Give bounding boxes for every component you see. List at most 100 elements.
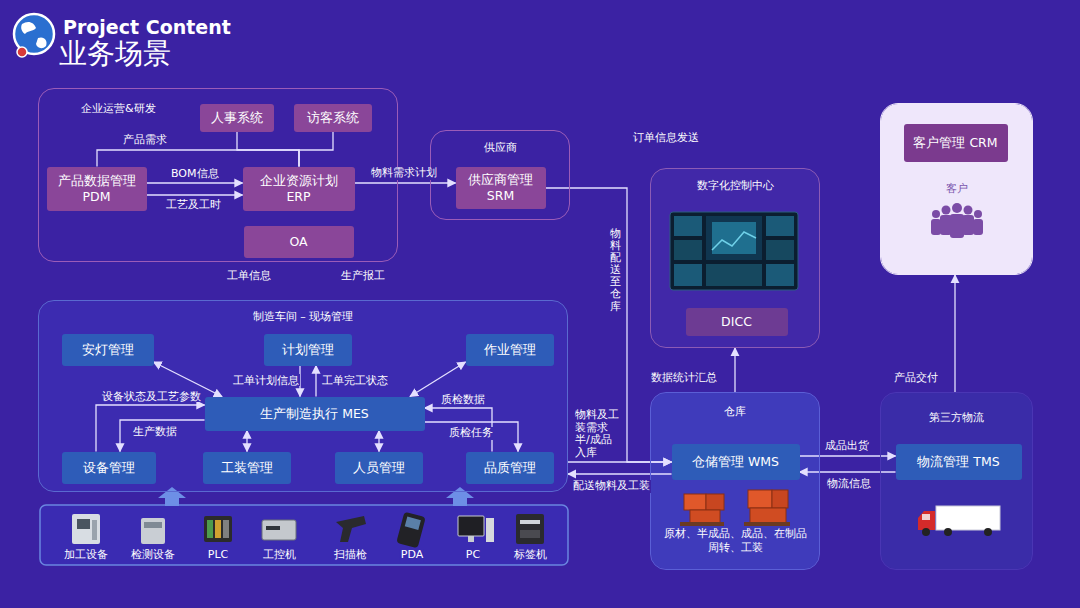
device-label: PC (465, 549, 481, 562)
edge-note: 订单信息发送 (632, 132, 700, 145)
flow-connector (800, 471, 896, 472)
flow-connector (120, 420, 205, 452)
edge-label: 产品交付 (893, 372, 939, 385)
system-box: DICC (686, 308, 788, 336)
flow-connector (954, 275, 955, 392)
system-box: 仓储管理 WMS (672, 444, 800, 480)
group-heading: 数字化控制中心 (651, 179, 819, 192)
flow-connector (299, 366, 300, 397)
control-screen (674, 264, 702, 286)
flow-connector (734, 348, 735, 392)
edge-note: 生产报工 (340, 270, 386, 283)
crates-icon (680, 522, 724, 526)
crates-icon (680, 490, 790, 526)
truck-icon (918, 506, 1000, 536)
control-screen (706, 216, 762, 260)
truck-icon (922, 528, 930, 536)
box-label: 计划管理 (282, 342, 334, 358)
system-box: 人员管理 (335, 452, 423, 484)
group-region: 制造车间 – 现场管理安灯管理计划管理作业管理生产制造执行 MES设备管理工装管… (38, 300, 568, 492)
flow-connector (378, 431, 379, 452)
up-arrows (446, 487, 474, 506)
customer-icon (962, 215, 974, 235)
customer-icon (950, 214, 964, 238)
system-box: 生产制造执行 MES (205, 397, 425, 431)
edge-note: 工单信息 (226, 270, 272, 283)
page-title: 业务场景 (58, 38, 172, 70)
box-label: 人事系统 (211, 110, 263, 126)
group-fill (881, 104, 1032, 274)
device-icons (405, 517, 421, 530)
crates-icon (744, 522, 790, 526)
flow-connector (97, 150, 299, 167)
control-screen (670, 212, 798, 290)
edge-label: 产品需求 (122, 134, 168, 147)
control-screen (674, 216, 702, 236)
device-label: 工控机 (262, 549, 297, 562)
box-label: 生产制造执行 MES (260, 406, 369, 422)
system-box: 企业资源计划 ERP (243, 167, 355, 211)
device-icons (468, 536, 474, 542)
device-icons (72, 514, 100, 544)
device-icons (144, 522, 162, 528)
device-label: PLC (207, 549, 229, 562)
device-label: 标签机 (513, 549, 548, 562)
group-region: 供应商供应商管理 SRM (430, 130, 570, 220)
flow-connector (355, 182, 456, 183)
box-label: DICC (721, 314, 752, 330)
crates-icon (750, 508, 786, 523)
edge-label: 数据统计汇总 (650, 372, 718, 385)
device-icons (520, 530, 540, 538)
device-icons (486, 518, 494, 542)
box-label: 客户管理 CRM (913, 135, 997, 151)
control-screen (766, 240, 794, 260)
device-icons (141, 518, 165, 544)
device-bar (40, 505, 568, 565)
device-icons (207, 520, 213, 538)
flow-connector (147, 182, 243, 183)
crates-icon (772, 490, 788, 508)
box-label: 工装管理 (221, 460, 273, 476)
edge-label: 设备状态及工艺参数 (101, 390, 202, 402)
flow-connector (315, 366, 316, 397)
customer-icon (931, 219, 941, 235)
page-subtitle: Project Content (62, 17, 232, 39)
edge-label: 工艺及工时 (165, 199, 222, 212)
box-label: 仓储管理 WMS (692, 454, 779, 470)
flow-connector (147, 194, 243, 195)
customer-icon (973, 219, 983, 235)
device-icons (336, 516, 366, 542)
edge-label: 生产数据 (132, 426, 178, 439)
edge-label: BOM信息 (170, 168, 220, 181)
crates-icon (690, 510, 720, 524)
customer-icon (964, 206, 973, 215)
flow-connector (425, 422, 519, 452)
group-region: 企业运营&研发人事系统访客系统产品数据管理 PDM企业资源计划 ERPOA (38, 88, 398, 262)
truck-icon (944, 528, 952, 536)
system-box: 工装管理 (203, 452, 291, 484)
device-bar (40, 505, 568, 565)
flow-connector (410, 362, 466, 397)
flow-connector (154, 362, 223, 397)
control-screen (712, 232, 756, 250)
flow-connector (299, 132, 333, 167)
box-label: 访客系统 (307, 110, 359, 126)
box-label: 品质管理 (484, 460, 536, 476)
control-screen (674, 240, 702, 260)
globe-icon (21, 22, 36, 34)
group-heading: 客户 (881, 182, 1032, 195)
system-box: 产品数据管理 PDM (47, 167, 147, 211)
group-fill (881, 393, 1032, 569)
flow-connector (568, 461, 672, 462)
device-icons (396, 512, 426, 549)
device-icons (204, 516, 232, 542)
globe-icon (36, 37, 47, 48)
control-screen (766, 216, 794, 236)
customer-icon (952, 203, 962, 213)
system-box: 人事系统 (200, 104, 274, 132)
globe-icon (17, 47, 27, 57)
group-heading: 第三方物流 (881, 411, 1032, 424)
group-note: 原材、半成品、成品、在制品周转、工装 (660, 527, 810, 556)
system-box: 安灯管理 (62, 334, 154, 366)
